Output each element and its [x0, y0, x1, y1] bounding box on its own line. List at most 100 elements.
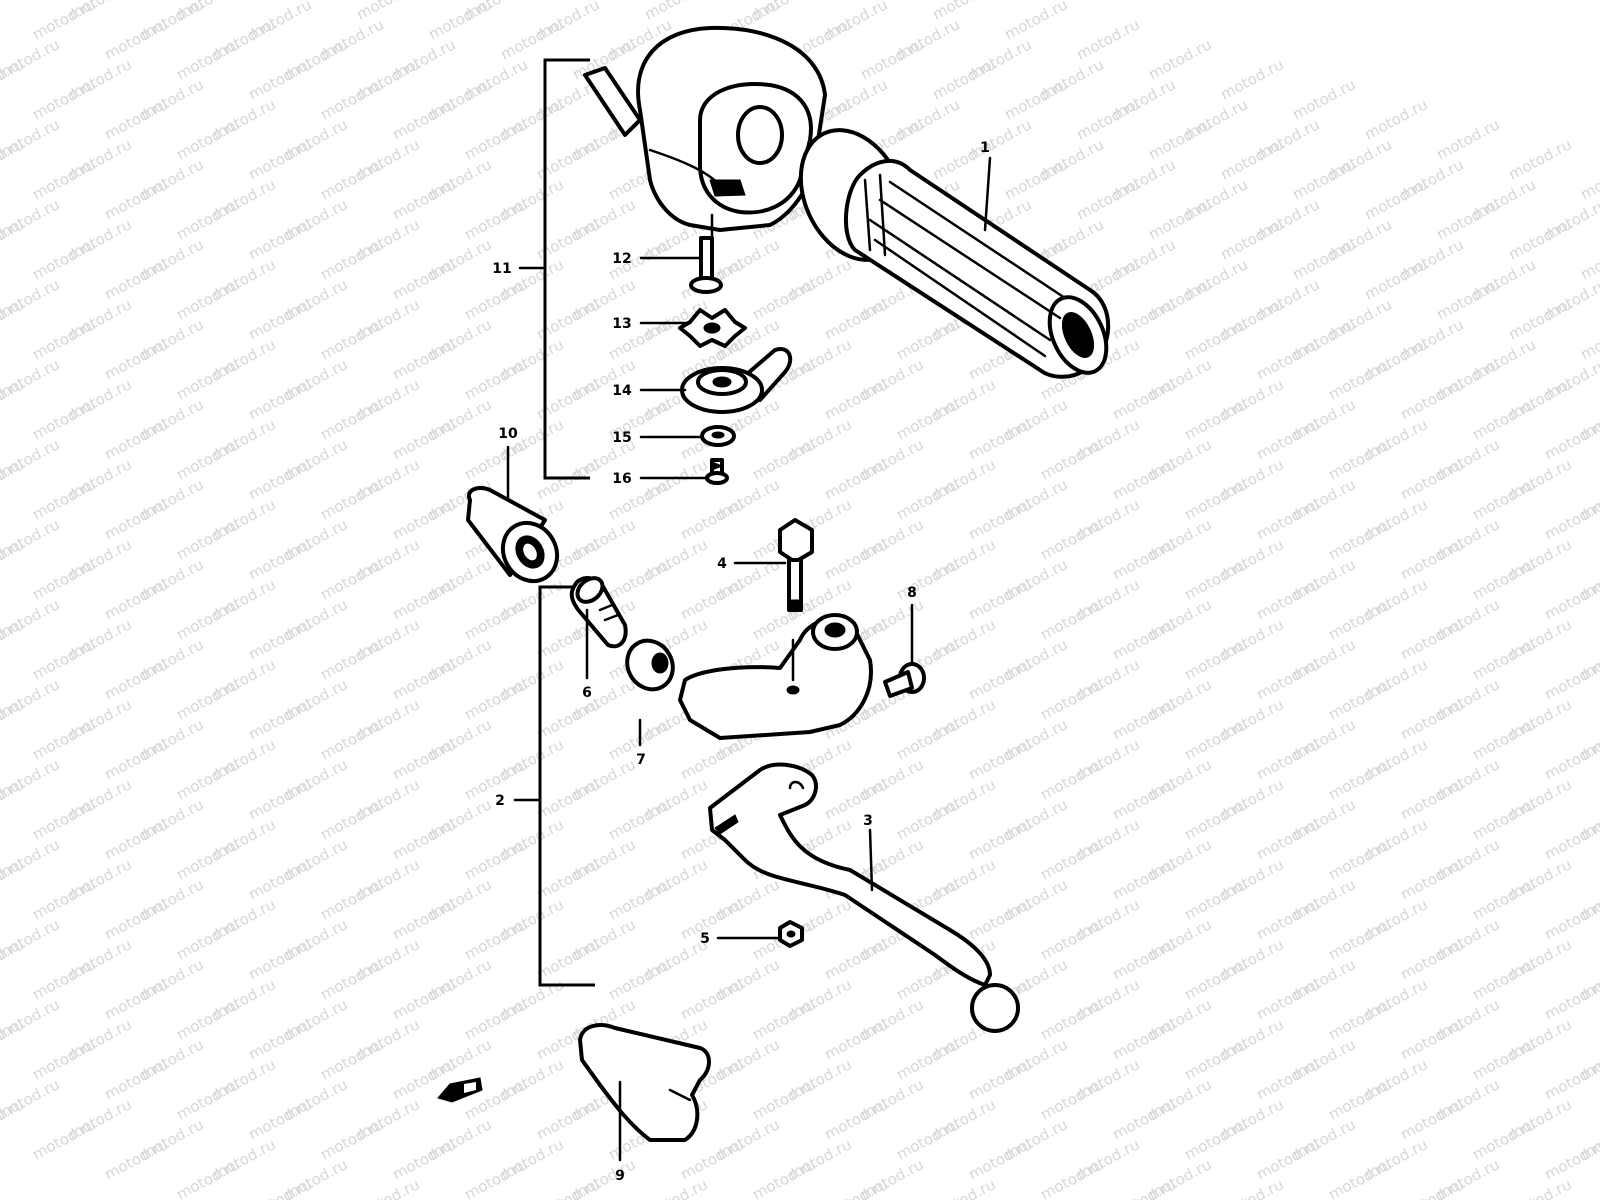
watermark-text: motod.ru: [1289, 235, 1358, 283]
watermark-text: motod.ru: [245, 535, 314, 583]
watermark-text: motod.ru: [389, 975, 458, 1023]
watermark-text: motod.ru: [245, 135, 314, 183]
watermark-text: motod.ru: [821, 1095, 890, 1143]
watermark-text: motod.ru: [1037, 755, 1106, 803]
watermark-text: motod.ru: [1181, 1115, 1250, 1163]
watermark-text: motod.ru: [245, 695, 314, 743]
watermark-text: motod.ru: [1469, 955, 1538, 1003]
callout-12: 12: [612, 251, 631, 267]
watermark-text: motod.ru: [173, 1155, 242, 1200]
watermark-text: motod.ru: [101, 735, 170, 783]
watermark-text: motod.ru: [29, 555, 98, 603]
watermark-text: motod.ru: [353, 1175, 422, 1200]
watermark-text: motod.ru: [173, 515, 242, 563]
watermark-text: motod.ru: [1217, 135, 1286, 183]
watermark-text: motod.ru: [29, 1115, 98, 1163]
watermark-text: motod.ru: [245, 775, 314, 823]
watermark-text: motod.ru: [1217, 215, 1286, 263]
callout-15: 15: [612, 430, 631, 446]
watermark-text: motod.ru: [821, 455, 890, 503]
watermark-text: motod.ru: [1325, 1155, 1394, 1200]
watermark-text: motod.ru: [173, 755, 242, 803]
watermark-text: motod.ru: [101, 575, 170, 623]
watermark-text: motod.ru: [893, 555, 962, 603]
watermark-text: motod.ru: [1577, 235, 1600, 283]
watermark-text: motod.ru: [749, 435, 818, 483]
watermark-text: motod.ru: [425, 1195, 494, 1200]
watermark-text: motod.ru: [317, 155, 386, 203]
watermark-text: motod.ru: [1469, 1115, 1538, 1163]
watermark-text: motod.ru: [1469, 1195, 1538, 1200]
watermark-text: motod.ru: [1469, 795, 1538, 843]
watermark-text: motod.ru: [317, 235, 386, 283]
watermark-text: motod.ru: [101, 175, 170, 223]
bracket-2: [538, 585, 595, 987]
watermark-text: motod.ru: [533, 1175, 602, 1200]
watermark-text: motod.ru: [101, 815, 170, 863]
watermark-text: motod.ru: [1541, 495, 1600, 543]
watermark-text: motod.ru: [461, 355, 530, 403]
watermark-text: motod.ru: [533, 1095, 602, 1143]
watermark-text: motod.ru: [0, 0, 63, 4]
watermark-text: motod.ru: [605, 875, 674, 923]
watermark-text: motod.ru: [1109, 695, 1178, 743]
watermark-text: motod.ru: [173, 675, 242, 723]
lever-cover-9: [578, 1023, 711, 1142]
watermark-text: motod.ru: [245, 935, 314, 983]
watermark-text: motod.ru: [389, 575, 458, 623]
watermark-text: motod.ru: [713, 1195, 782, 1200]
watermark-text: motod.ru: [1397, 455, 1466, 503]
watermark-text: motod.ru: [1181, 955, 1250, 1003]
watermark-text: motod.ru: [1109, 935, 1178, 983]
watermark-text: motod.ru: [605, 1195, 674, 1200]
watermark-text: motod.ru: [929, 1175, 998, 1200]
watermark-text: motod.ru: [1181, 1195, 1250, 1200]
watermark-text: motod.ru: [1325, 515, 1394, 563]
watermark-text: motod.ru: [317, 395, 386, 443]
watermark-text: motod.ru: [857, 35, 926, 83]
watermark-text: motod.ru: [1577, 315, 1600, 363]
watermark-text: motod.ru: [965, 1055, 1034, 1103]
watermark-text: motod.ru: [893, 315, 962, 363]
watermark-text: motod.ru: [1073, 15, 1142, 63]
watermark-text: motod.ru: [893, 395, 962, 443]
watermark-text: motod.ru: [893, 1195, 962, 1200]
screw-12: [689, 236, 723, 294]
watermark-text: motod.ru: [173, 195, 242, 243]
callout-6: 6: [582, 685, 592, 701]
watermark-text: motod.ru: [677, 895, 746, 943]
watermark-text: motod.ru: [1181, 795, 1250, 843]
watermark-text: motod.ru: [1541, 655, 1600, 703]
watermark-text: motod.ru: [1001, 155, 1070, 203]
watermark-text: motod.ru: [461, 995, 530, 1043]
watermark-text: motod.ru: [245, 855, 314, 903]
watermark-text: motod.ru: [1325, 1075, 1394, 1123]
watermark-text: motod.ru: [1109, 615, 1178, 663]
watermark-text: motod.ru: [317, 75, 386, 123]
watermark-text: motod.ru: [173, 995, 242, 1043]
watermark-text: motod.ru: [29, 795, 98, 843]
watermark-text: motod.ru: [173, 275, 242, 323]
watermark-text: motod.ru: [173, 595, 242, 643]
watermark-text: motod.ru: [353, 0, 422, 24]
watermark-text: motod.ru: [29, 235, 98, 283]
watermark-text: motod.ru: [533, 855, 602, 903]
watermark-text: motod.ru: [1361, 255, 1430, 303]
callout-1: 1: [980, 140, 990, 156]
watermark-text: motod.ru: [1253, 895, 1322, 943]
watermark-text: motod.ru: [533, 695, 602, 743]
choke-lever-14: [680, 347, 793, 414]
watermark-text: motod.ru: [1325, 995, 1394, 1043]
watermark-text: motod.ru: [1325, 435, 1394, 483]
watermark-text: motod.ru: [1253, 495, 1322, 543]
watermark-text: motod.ru: [1505, 215, 1574, 263]
watermark-text: motod.ru: [1469, 395, 1538, 443]
watermark-text: motod.ru: [389, 655, 458, 703]
watermark-text: motod.ru: [29, 315, 98, 363]
watermark-text: motod.ru: [1145, 115, 1214, 163]
watermark-text: motod.ru: [1181, 315, 1250, 363]
watermark-text: motod.ru: [245, 1095, 314, 1143]
watermark-text: motod.ru: [641, 0, 710, 24]
watermark-text: motod.ru: [1541, 1055, 1600, 1103]
watermark-text: motod.ru: [1001, 0, 1070, 44]
